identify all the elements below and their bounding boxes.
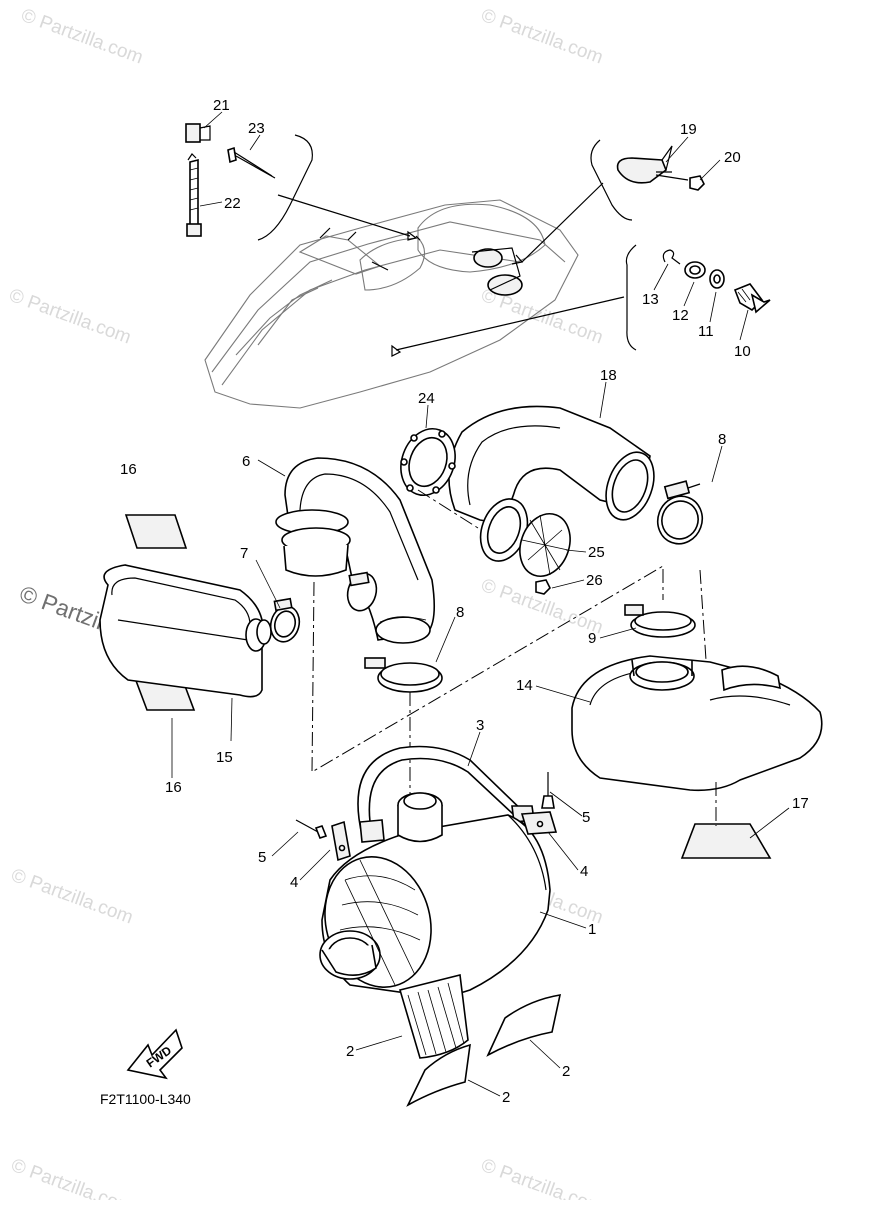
airbox-highlight	[471, 247, 523, 296]
part-10-drain-plug	[733, 283, 771, 314]
part-4-bracket-right	[520, 811, 558, 835]
part-15-intake-silencer	[99, 564, 272, 698]
callout-24: 24	[418, 390, 435, 407]
callout-17: 17	[792, 795, 809, 812]
part-12-nut	[684, 261, 706, 279]
callout-8-lower: 8	[456, 604, 464, 621]
callout-4-right: 4	[580, 863, 588, 880]
callout-18: 18	[600, 367, 617, 384]
callout-26: 26	[586, 572, 603, 589]
callout-2-left: 2	[346, 1043, 354, 1060]
callout-6: 6	[242, 453, 250, 470]
callout-21: 21	[213, 97, 230, 114]
watercraft-overview	[204, 199, 579, 409]
callout-20: 20	[724, 149, 741, 166]
part-24-flange	[400, 428, 456, 496]
part-1-main-silencer	[319, 792, 551, 998]
fwd-arrow-icon: FWD	[126, 1028, 183, 1080]
callout-10: 10	[734, 343, 751, 360]
callout-labels: 21 23 22 19 20 13 12 11 10 18 24 8 16 6 …	[120, 97, 809, 1106]
part-14-resonator	[571, 655, 823, 792]
part-9-clamp	[624, 604, 696, 638]
part-22-cable-tie	[186, 153, 202, 237]
part-2-pad-right	[486, 994, 562, 1057]
callout-11: 11	[698, 323, 714, 340]
part-7-clamp	[269, 597, 301, 643]
watermark: © Partzilla.com	[8, 865, 135, 929]
callout-13: 13	[642, 291, 659, 308]
callout-7: 7	[240, 545, 248, 562]
callout-15: 15	[216, 749, 233, 766]
bracket-left	[257, 134, 411, 241]
watermark: © Partzilla.com	[18, 5, 145, 69]
watermark: © Partzilla.com	[8, 1155, 135, 1200]
callout-1: 1	[588, 921, 596, 938]
part-18-intake-duct	[448, 405, 655, 522]
part-5-rivet-right	[541, 772, 555, 809]
diagram-code: F2T1100-L340	[100, 1091, 191, 1107]
bracket-upper-right	[511, 139, 633, 265]
part-16-pad-upper	[124, 514, 188, 549]
callout-3: 3	[476, 717, 484, 734]
part-6-elbow-duct	[275, 457, 436, 644]
part-5-rivet-left	[295, 819, 328, 839]
part-13-clip	[662, 249, 681, 265]
callout-12: 12	[672, 307, 689, 324]
callout-4-left: 4	[290, 874, 298, 891]
callout-22: 22	[224, 195, 241, 212]
callout-16-upper: 16	[120, 461, 137, 478]
callout-25: 25	[588, 544, 605, 561]
part-2-pad-bottom	[406, 1043, 471, 1107]
callout-16-lower: 16	[165, 779, 182, 796]
part-23-rivet	[227, 146, 276, 179]
callout-19: 19	[680, 121, 697, 138]
watermark: © Partzilla.com	[478, 5, 605, 69]
part-19-bracket	[616, 145, 689, 184]
part-26-nut	[535, 579, 551, 595]
watermark: © Partzilla.com	[478, 1155, 605, 1200]
callout-2-right: 2	[562, 1063, 570, 1080]
part-8-clamp-lower	[364, 657, 443, 693]
part-4-bracket-left	[331, 820, 351, 862]
part-17-pad	[680, 823, 772, 859]
callout-14: 14	[516, 677, 533, 694]
part-21-clip	[185, 123, 211, 143]
watermark: © Partzilla.com	[6, 285, 133, 349]
part-25-screen	[479, 498, 571, 577]
callout-5-left: 5	[258, 849, 266, 866]
callout-23: 23	[248, 120, 265, 137]
part-2-pad-left	[398, 974, 469, 1059]
callout-8-upper: 8	[718, 431, 726, 448]
bracket-lower-right	[395, 244, 637, 351]
callout-9: 9	[588, 630, 596, 647]
leader-lines	[171, 111, 790, 1097]
part-8-clamp-upper	[656, 480, 704, 545]
callout-5-right: 5	[582, 809, 590, 826]
part-11-washer	[709, 269, 725, 289]
callout-2-bottom: 2	[502, 1089, 510, 1106]
